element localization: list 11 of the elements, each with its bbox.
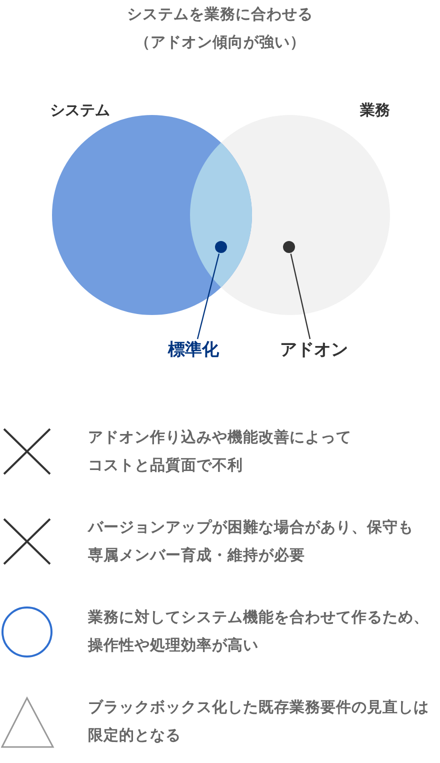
description-text: バージョンアップが困難な場合があり、保守も専属メンバー育成・維持が必要 <box>88 517 414 566</box>
description-text: 業務に対してシステム機能を合わせて作るため、操作性や処理効率が高い <box>88 607 430 656</box>
leader-line <box>290 254 311 340</box>
circle-heading: 業務 <box>360 101 390 120</box>
description-text: ブラックボックス化した既存業務要件の見直しは限定的となる <box>88 697 430 746</box>
leader-line <box>196 254 220 340</box>
callout-label: 標準化 <box>168 339 219 361</box>
circle-heading: システム <box>50 101 110 120</box>
title: システムを業務に合わせる（アドオン傾向が強い） <box>126 4 314 53</box>
description-text: アドオン作り込みや機能改善によってコストと品質面で不利 <box>88 427 352 476</box>
callout-label: アドオン <box>280 339 348 361</box>
